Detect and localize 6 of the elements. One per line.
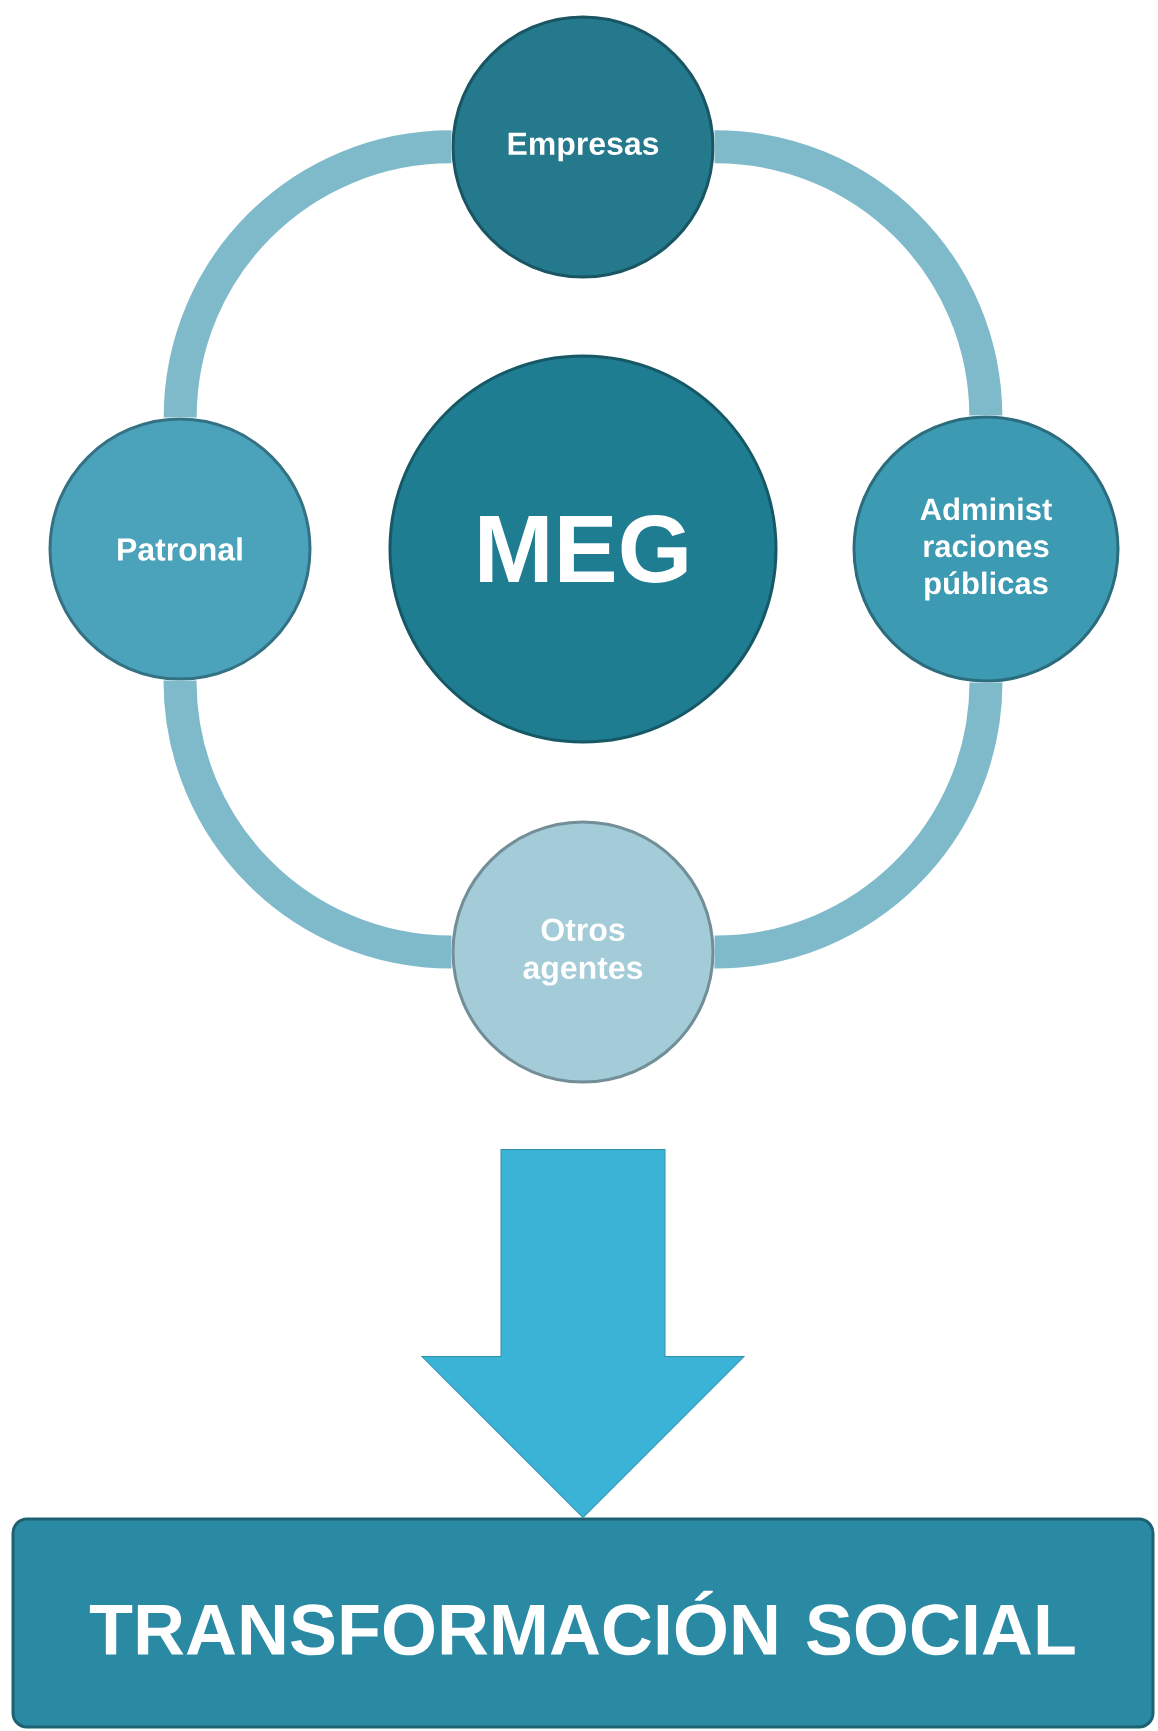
ring-segment bbox=[713, 681, 1003, 969]
ring-segment bbox=[163, 130, 453, 419]
ring-segment bbox=[713, 130, 1003, 417]
block-arrow bbox=[421, 1149, 745, 1518]
ring-segment bbox=[163, 679, 453, 969]
result-box: TRANSFORMACIÓN SOCIAL bbox=[11, 1517, 1155, 1729]
